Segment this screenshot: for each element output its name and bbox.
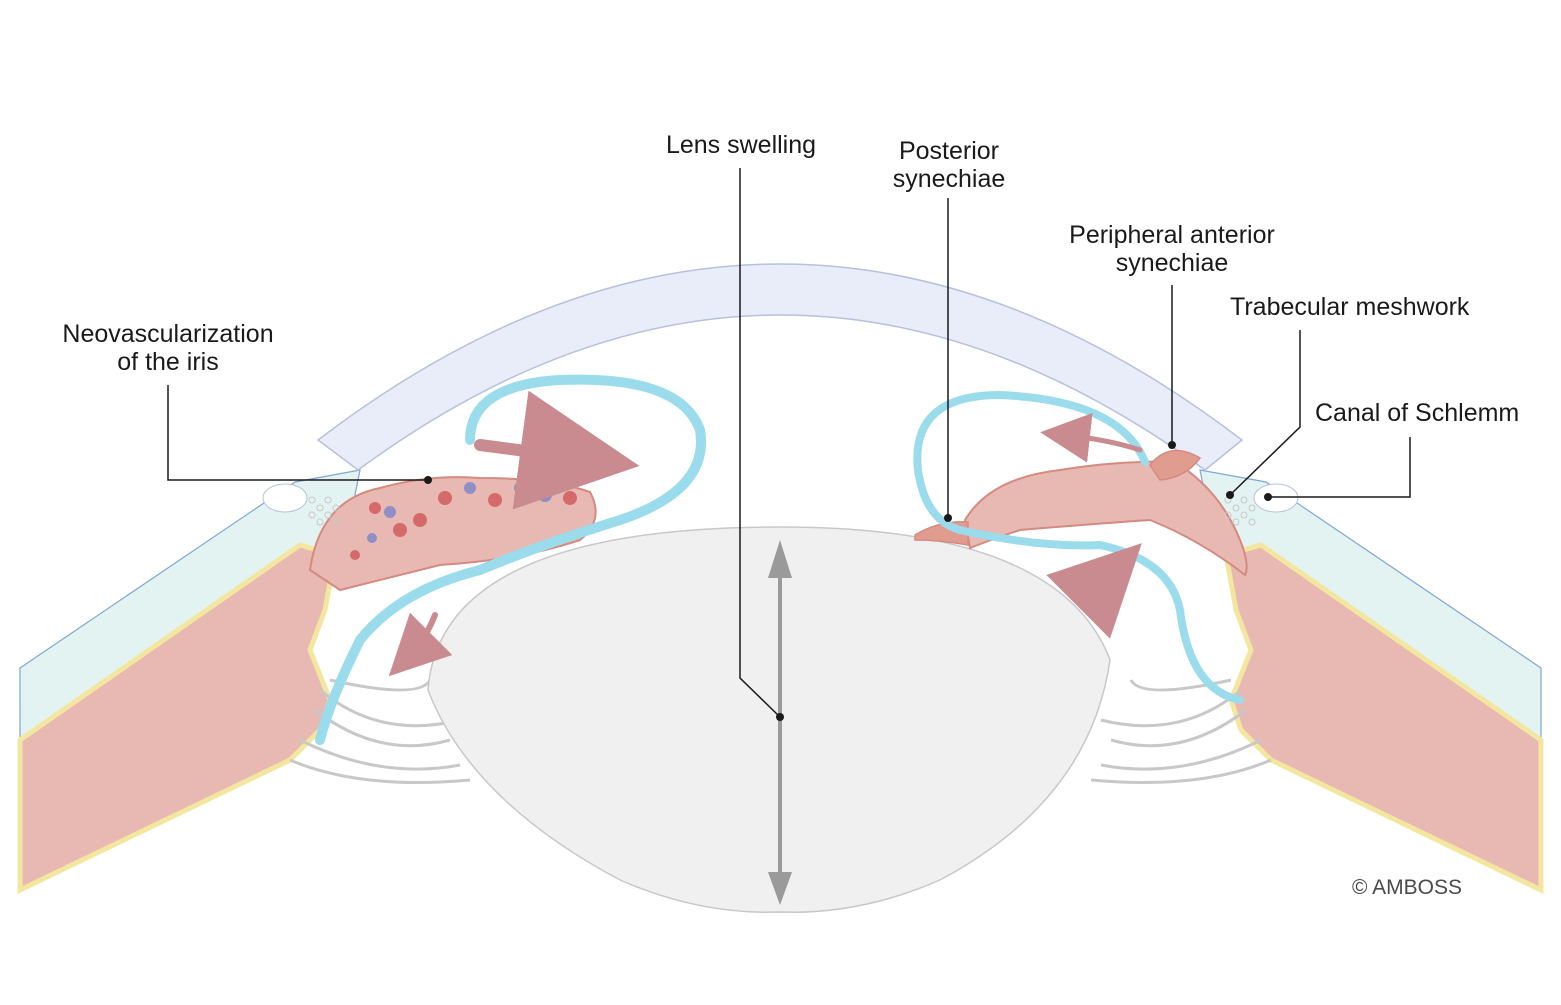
leader-lines (167, 168, 1411, 718)
label-canal-of-schlemm: Canal of Schlemm (1315, 399, 1520, 427)
lens-swelling-arrow (768, 540, 792, 905)
copyright: © AMBOSS (1352, 876, 1463, 899)
canal-of-schlemm-right (1253, 483, 1299, 513)
label-posterior-synechiae: Posterior synechiae (892, 137, 1006, 193)
lens (427, 526, 1111, 913)
trabecular-meshwork-left (308, 496, 340, 526)
peripheral-anterior-synechia-tissue (1149, 449, 1202, 481)
label-neovascularization: Neovascularization of the iris (62, 320, 274, 376)
canal-of-schlemm-left (262, 483, 308, 513)
aqueous-flow-right (913, 390, 1244, 704)
cornea (316, 263, 1244, 471)
label-trabecular-meshwork: Trabecular meshwork (1230, 293, 1470, 321)
label-lens-swelling: Lens swelling (665, 131, 817, 159)
aqueous-flow-left (315, 374, 706, 745)
trabecular-meshwork-right (1224, 496, 1256, 526)
leader-dots (424, 441, 1272, 721)
label-peripheral-anterior-synechiae: Peripheral anterior synechiae (1069, 221, 1275, 277)
flow-arrows (388, 390, 1143, 677)
iris-right (963, 460, 1248, 577)
